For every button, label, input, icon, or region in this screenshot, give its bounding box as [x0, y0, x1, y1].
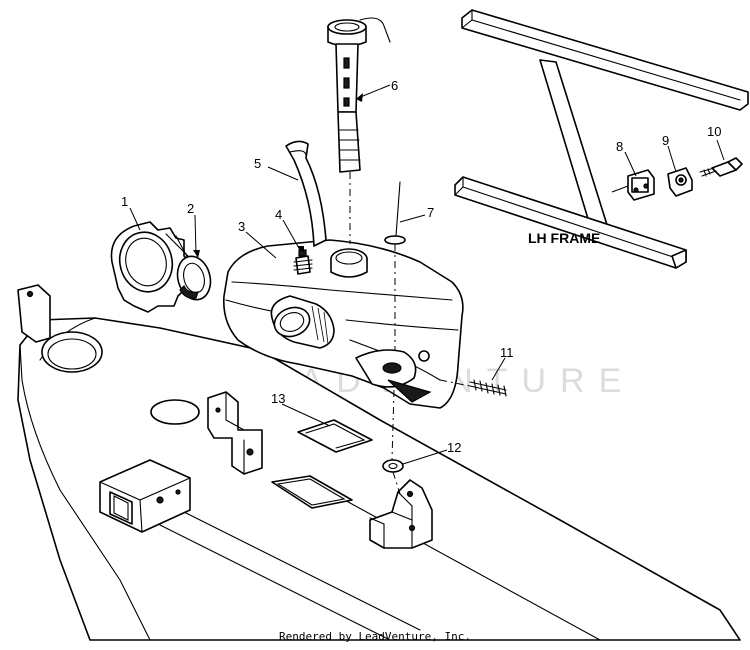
part-7-stud — [384, 181, 406, 461]
callout-2: 2 — [187, 201, 194, 216]
part-8-clamp — [611, 169, 655, 201]
part-5-vent-hose — [285, 140, 327, 247]
leader-lines — [129, 84, 725, 465]
callout-13: 13 — [271, 391, 285, 406]
part-1-gas-cap — [110, 221, 191, 313]
part-6-fuel-gauge — [327, 17, 391, 244]
part-3-fuel-tank — [222, 239, 464, 409]
callout-1: 1 — [121, 194, 128, 209]
callout-7: 7 — [427, 205, 434, 220]
part-9-bracket — [667, 167, 693, 197]
part-2-gasket — [176, 255, 212, 301]
part-13-pad — [297, 419, 373, 453]
part-10-bolt — [699, 157, 743, 177]
part-4-vent-fitting — [293, 249, 313, 275]
callout-10: 10 — [707, 124, 721, 139]
callout-12: 12 — [447, 440, 461, 455]
callout-11: 11 — [500, 345, 514, 360]
callout-labels: 1 2 3 4 5 6 7 8 9 10 11 12 13 — [121, 78, 721, 455]
callout-6: 6 — [391, 78, 398, 93]
callout-8: 8 — [616, 139, 623, 154]
callout-3: 3 — [238, 219, 245, 234]
callout-4: 4 — [275, 207, 282, 222]
lh-frame: LH FRAME — [454, 9, 749, 269]
frame-side-rail — [17, 284, 741, 641]
part-12-washer — [382, 459, 404, 495]
callout-9: 9 — [662, 133, 669, 148]
render-credit-footer: Rendered by LeadVenture, Inc. — [278, 630, 472, 643]
part-11-stud — [439, 379, 507, 397]
lh-frame-label: LH FRAME — [528, 230, 600, 246]
callout-5: 5 — [254, 156, 261, 171]
